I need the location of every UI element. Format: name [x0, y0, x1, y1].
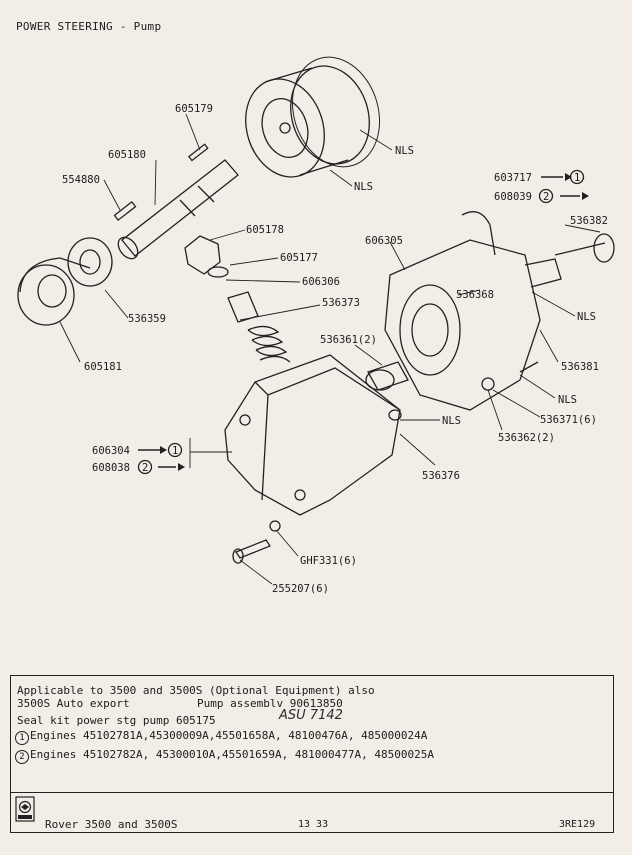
reference-code: 3RE129 — [559, 819, 596, 830]
part-label: 608038 — [92, 462, 130, 474]
part-label: 605181 — [84, 361, 122, 373]
pump-assembly-line: Pump assemblv 90613850 — [197, 697, 343, 710]
part-label: 605178 — [246, 224, 284, 236]
part-label: 536359 — [128, 313, 166, 325]
part-label: 603717 — [494, 172, 532, 184]
part-label: 605177 — [280, 252, 318, 264]
bushes-drawing — [365, 361, 539, 421]
part-label: 536368 — [456, 289, 494, 301]
part-label: 536361(2) — [320, 334, 377, 346]
applicability-line: Applicable to 3500 and 3500S (Optional E… — [17, 684, 375, 697]
bolt-drawing — [232, 520, 281, 564]
part-label: NLS — [558, 394, 577, 406]
engines-text: Engines 45102781A,45300009A,45501658A, 4… — [30, 729, 428, 742]
pump-body-drawing — [224, 354, 401, 516]
part-label: NLS — [577, 311, 596, 323]
rover-logo-icon — [15, 796, 35, 822]
part-label: 605180 — [108, 149, 146, 161]
part-label: 606305 — [365, 235, 403, 247]
part-label: 608039 — [494, 191, 532, 203]
marker-two: 2 — [142, 462, 148, 474]
shaft-drawing — [113, 143, 239, 260]
marker-two: 2 — [15, 750, 29, 764]
page-title: POWER STEERING - Pump — [16, 20, 162, 33]
rear-housing-drawing — [384, 211, 615, 411]
marker-one: 1 — [172, 445, 178, 457]
part-label: NLS — [395, 145, 414, 157]
part-label: 554880 — [62, 174, 100, 186]
applicability-box: Applicable to 3500 and 3500S (Optional E… — [10, 675, 614, 833]
marker-arrows — [138, 176, 580, 468]
pulley-drawing — [245, 56, 381, 178]
marker-one: 1 — [574, 172, 580, 184]
part-label: GHF331(6) — [300, 555, 357, 567]
part-label: NLS — [442, 415, 461, 427]
part-label: 536371(6) — [540, 414, 597, 426]
part-label: 536362(2) — [498, 432, 555, 444]
part-label: 255207(6) — [272, 583, 329, 595]
footer-divider — [11, 792, 613, 793]
part-label: 536381 — [561, 361, 599, 373]
model-name: Rover 3500 and 3500S — [45, 818, 178, 831]
export-line: 3500S Auto export — [17, 697, 130, 710]
engines-text: Engines 45102782A, 45300010A,45501659A, … — [30, 748, 434, 761]
part-label: 606306 — [302, 276, 340, 288]
page-number: 13 33 — [298, 819, 329, 830]
marker-two: 2 — [543, 191, 549, 203]
part-label: 606304 — [92, 445, 130, 457]
marker-one: 1 — [15, 731, 29, 745]
valve-drawing — [184, 235, 291, 363]
seal-kit-line: Seal kit power stg pump 605175 — [17, 714, 216, 727]
part-label: NLS — [354, 181, 373, 193]
leader-lines — [59, 113, 601, 585]
exploded-diagram: 1 2 1 2 605179 605180 554880 NLS NLS 603… — [17, 56, 615, 595]
part-label: 536376 — [422, 470, 460, 482]
handwritten-note: ASU 7142 — [279, 708, 343, 723]
bearing-drawing — [17, 237, 113, 326]
part-label: 536382 — [570, 215, 608, 227]
part-label: 536373 — [322, 297, 360, 309]
part-label: 605179 — [175, 103, 213, 115]
